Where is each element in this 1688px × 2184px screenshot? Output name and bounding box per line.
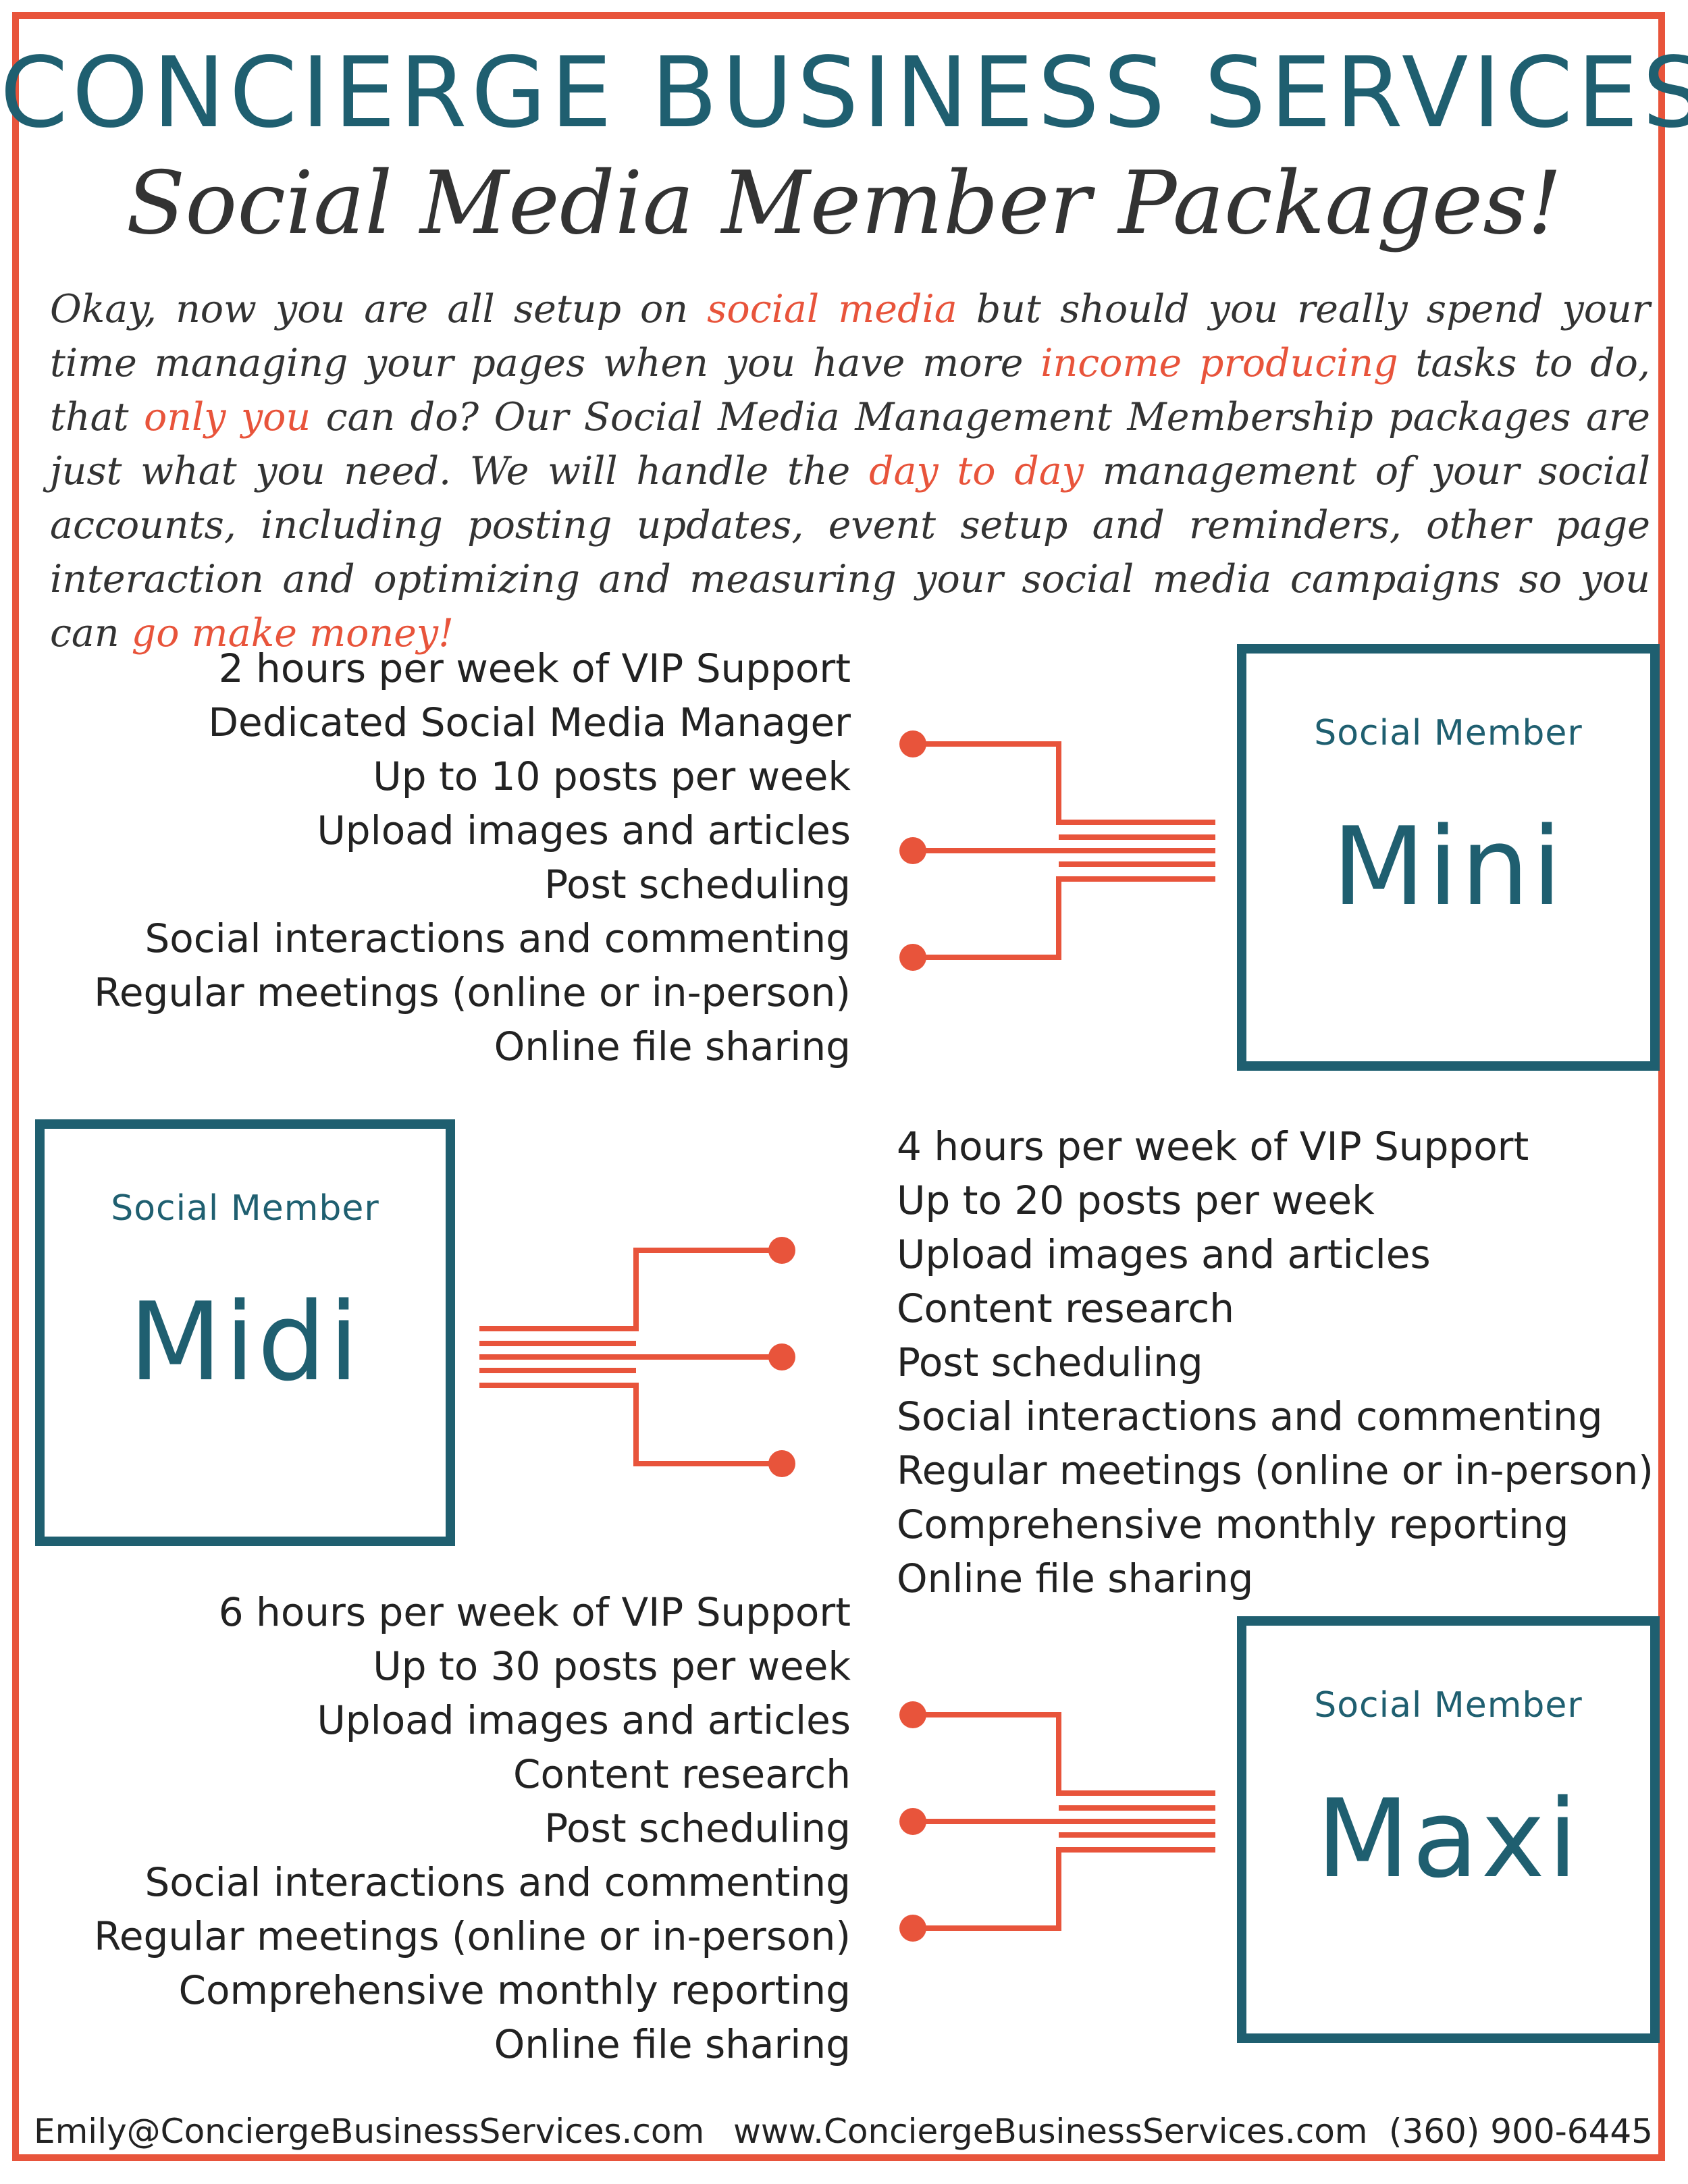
intro-highlight: day to day bbox=[868, 449, 1084, 494]
maxi-feature-item: Upload images and articles bbox=[317, 1697, 851, 1743]
intro-text: can do? Our Social Media Management Memb… bbox=[50, 395, 1651, 494]
midi-kicker: Social Member bbox=[111, 1188, 379, 1229]
intro-text: but should you really spend your time ma… bbox=[50, 287, 1651, 385]
footer-email[interactable]: Emily@ConciergeBusinessServices.com bbox=[34, 2112, 705, 2151]
maxi-feature-item: Social interactions and commenting bbox=[144, 1859, 851, 1905]
maxi-feature-item: Regular meetings (online or in-person) bbox=[94, 1913, 851, 1959]
midi-package-box: Social Member Midi bbox=[35, 1119, 455, 1546]
mini-package-box: Social Member Mini bbox=[1237, 644, 1660, 1071]
mini-feature-item: Upload images and articles bbox=[317, 807, 851, 853]
page-title: CONCIERGE BUSINESS SERVICES bbox=[0, 36, 1688, 149]
mini-tier-name: Mini bbox=[1331, 803, 1565, 930]
maxi-feature-item: Online file sharing bbox=[494, 2021, 851, 2067]
mini-feature-item: Online file sharing bbox=[494, 1023, 851, 1069]
maxi-tier-name: Maxi bbox=[1316, 1776, 1581, 1902]
midi-feature-item: Post scheduling bbox=[897, 1339, 1203, 1385]
mini-feature-item: 2 hours per week of VIP Support bbox=[218, 645, 851, 691]
footer-website[interactable]: www.ConciergeBusinessServices.com bbox=[733, 2112, 1368, 2151]
midi-feature-item: Up to 20 posts per week bbox=[897, 1177, 1375, 1223]
page-subtitle: Social Media Member Packages! bbox=[126, 153, 1562, 254]
midi-connector-lines bbox=[479, 1237, 795, 1477]
maxi-connector-lines bbox=[899, 1701, 1215, 1942]
intro-text: tasks to do, that bbox=[50, 341, 1651, 440]
maxi-package-box: Social Member Maxi bbox=[1237, 1616, 1660, 2043]
midi-feature-list: 4 hours per week of VIP Support Up to 20 … bbox=[897, 1119, 1654, 1605]
intro-paragraph: Okay, now you are all setup on social me… bbox=[50, 282, 1650, 660]
maxi-feature-item: 6 hours per week of VIP Support bbox=[218, 1589, 851, 1635]
intro-highlight: go make money! bbox=[131, 611, 454, 656]
midi-feature-item: Content research bbox=[897, 1285, 1235, 1331]
mini-feature-item: Social interactions and commenting bbox=[144, 915, 851, 961]
intro-highlight: social media bbox=[707, 287, 957, 331]
midi-feature-item: Upload images and articles bbox=[897, 1231, 1431, 1277]
maxi-feature-list: 6 hours per week of VIP Support Up to 30 … bbox=[94, 1585, 851, 2071]
mini-kicker: Social Member bbox=[1314, 713, 1583, 753]
mini-feature-item: Dedicated Social Media Manager bbox=[208, 699, 851, 745]
midi-feature-item: Social interactions and commenting bbox=[897, 1393, 1603, 1439]
intro-text: management of your social accounts, incl… bbox=[50, 449, 1650, 656]
midi-feature-item: Online file sharing bbox=[897, 1555, 1254, 1601]
maxi-feature-item: Comprehensive monthly reporting bbox=[178, 1967, 851, 2013]
footer-phone[interactable]: (360) 900-6445 bbox=[1388, 2112, 1653, 2151]
intro-highlight: income producing bbox=[1040, 341, 1398, 385]
maxi-feature-item: Post scheduling bbox=[544, 1805, 851, 1851]
midi-feature-item: Comprehensive monthly reporting bbox=[897, 1501, 1569, 1547]
midi-feature-item: 4 hours per week of VIP Support bbox=[897, 1123, 1529, 1169]
mini-feature-item: Regular meetings (online or in-person) bbox=[94, 969, 851, 1015]
mini-feature-item: Post scheduling bbox=[544, 861, 851, 907]
mini-feature-item: Up to 10 posts per week bbox=[373, 753, 851, 799]
mini-connector-lines bbox=[899, 730, 1215, 971]
maxi-kicker: Social Member bbox=[1314, 1685, 1583, 1726]
intro-text: Okay, now you are all setup on bbox=[50, 287, 708, 331]
maxi-feature-item: Content research bbox=[512, 1751, 851, 1797]
intro-highlight: only you bbox=[144, 395, 311, 440]
maxi-feature-item: Up to 30 posts per week bbox=[373, 1643, 851, 1689]
midi-feature-item: Regular meetings (online or in-person) bbox=[897, 1447, 1654, 1493]
midi-tier-name: Midi bbox=[128, 1279, 362, 1405]
